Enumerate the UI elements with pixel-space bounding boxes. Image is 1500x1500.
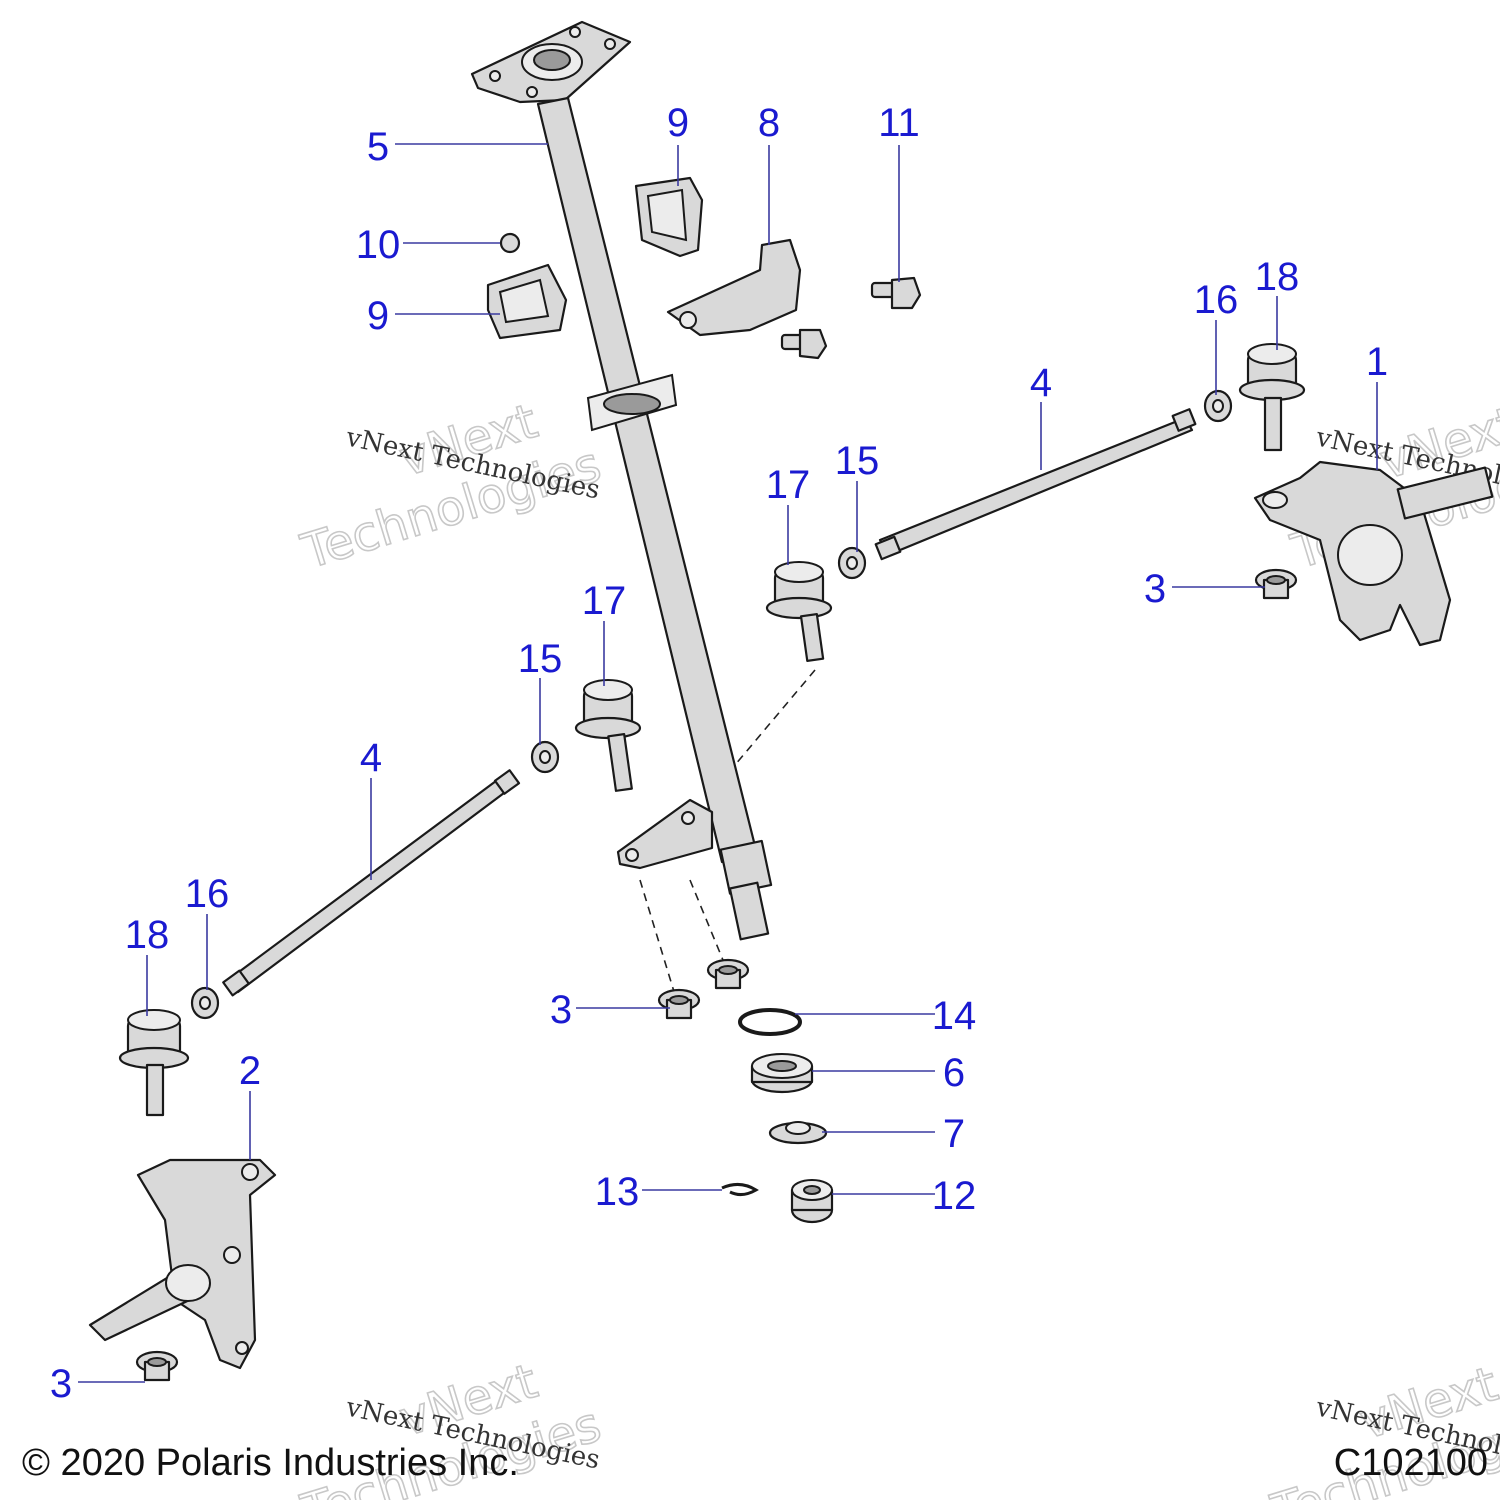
spindle-right — [1253, 460, 1494, 647]
callout-14: 14 — [932, 994, 977, 1038]
tie-rod-end-18-right — [1238, 343, 1306, 452]
callout-2: 2 — [239, 1049, 261, 1093]
callout-4-right: 4 — [1030, 361, 1052, 405]
jam-nut-16-right — [1203, 389, 1233, 423]
bushing-center-1 — [657, 988, 701, 1020]
washer — [768, 1121, 828, 1145]
callout-3-center: 3 — [550, 988, 572, 1032]
bushing-right — [1254, 568, 1298, 600]
callout-3-left: 3 — [50, 1362, 72, 1406]
bushing-center-2 — [706, 958, 750, 990]
callout-1: 1 — [1366, 340, 1388, 384]
callout-16-right: 16 — [1194, 278, 1239, 322]
tie-rod-end-18-left — [118, 1009, 190, 1117]
callouts: 5 9 8 11 10 9 4 16 18 1 17 15 3 17 15 4 … — [50, 101, 1388, 1406]
callout-5-post: 5 — [367, 125, 389, 169]
callout-11: 11 — [878, 101, 920, 145]
callout-9-lower: 9 — [367, 294, 389, 338]
callout-16-left: 16 — [185, 872, 230, 916]
callout-15-left: 15 — [518, 637, 563, 681]
callout-4-left: 4 — [360, 736, 382, 780]
copyright-text: © 2020 Polaris Industries Inc. — [22, 1442, 519, 1484]
retaining-ring — [738, 1008, 802, 1036]
diagram-id: C102100 — [1334, 1442, 1488, 1484]
bushing-left — [135, 1350, 179, 1382]
callout-9-upper: 9 — [667, 101, 689, 145]
tie-rod-left — [222, 769, 521, 997]
callout-17-left: 17 — [582, 579, 627, 623]
callout-15-right: 15 — [835, 439, 880, 483]
callout-12: 12 — [932, 1174, 977, 1218]
jam-nut-15-left — [530, 740, 560, 774]
jam-nut-16-left — [190, 986, 220, 1020]
small-nut — [499, 232, 521, 254]
jam-nut-15-right — [837, 546, 867, 580]
callout-8: 8 — [758, 101, 780, 145]
callout-3-right: 3 — [1144, 567, 1166, 611]
callout-10: 10 — [356, 223, 401, 267]
spindle-left — [88, 1158, 277, 1370]
callout-18-right: 18 — [1255, 255, 1300, 299]
tie-rod-end-17-right — [765, 561, 833, 662]
mount-bracket — [666, 238, 802, 337]
flange-bolt-upper — [870, 276, 922, 310]
clamp-half-upper — [634, 176, 704, 258]
callout-7: 7 — [943, 1112, 965, 1156]
leader-lines — [78, 143, 1378, 1383]
callout-18-left: 18 — [125, 913, 170, 957]
tie-rod-end-17-left — [574, 679, 642, 792]
bearing — [750, 1053, 814, 1094]
callout-6: 6 — [943, 1051, 965, 1095]
clamp-half-lower — [486, 263, 568, 340]
assembly-dash-lines — [639, 669, 816, 996]
callout-13: 13 — [595, 1170, 640, 1214]
cotter-pin — [721, 1183, 759, 1197]
flange-bolt-lower — [780, 328, 828, 360]
castle-nut — [790, 1179, 834, 1224]
steering-post — [470, 20, 773, 941]
callout-17-right: 17 — [766, 463, 811, 507]
tie-rod-right — [874, 408, 1197, 561]
